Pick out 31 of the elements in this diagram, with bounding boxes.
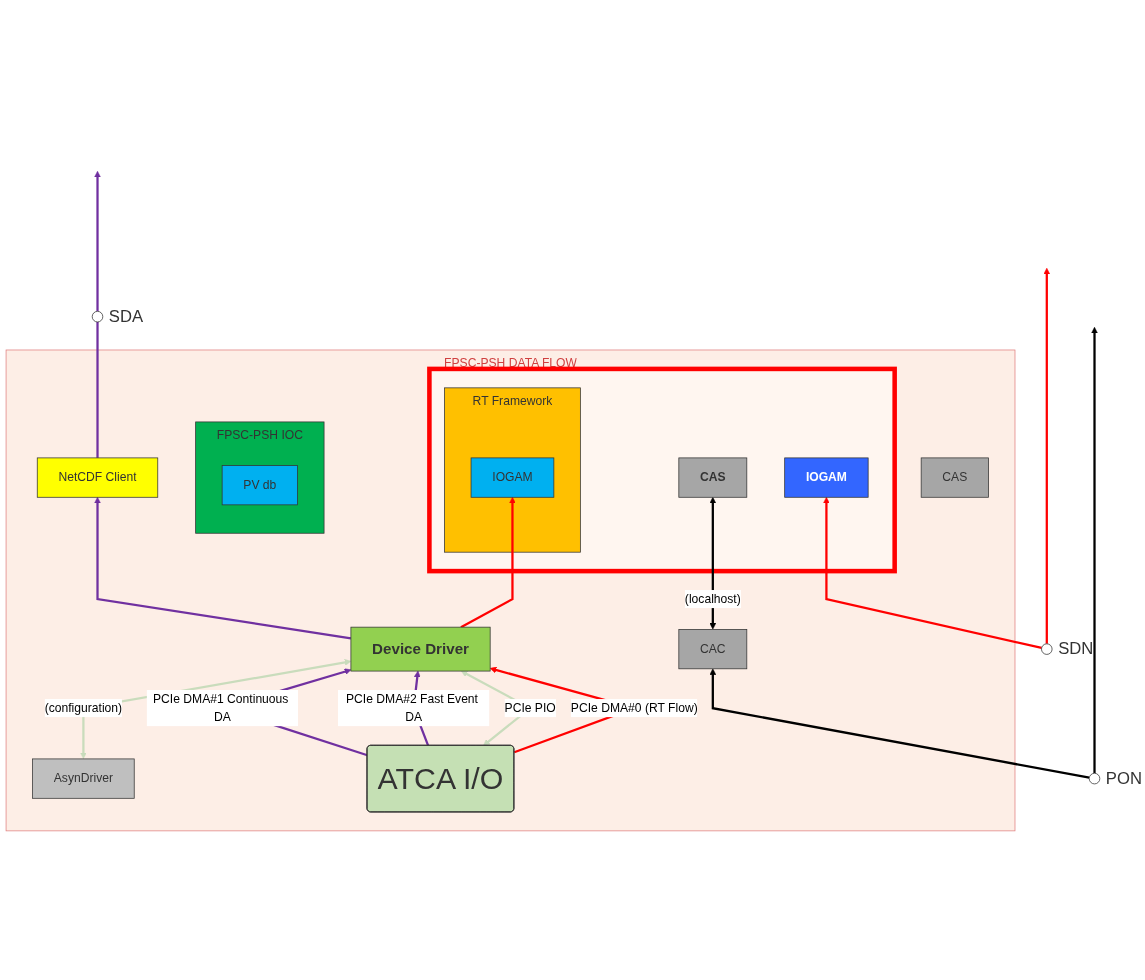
edge-label: PCIe DMA#1 Continuous DA xyxy=(153,691,289,723)
arrow xyxy=(823,496,1042,649)
node-circle xyxy=(1088,772,1101,784)
edge-label: PCIe PIO xyxy=(504,700,556,714)
arrow xyxy=(709,668,1090,779)
node-box: PV db xyxy=(221,464,298,505)
arrow xyxy=(1043,267,1051,644)
edge-label: PCIe DMA#2 Fast Event DA xyxy=(345,691,478,723)
node-box: IOGAM xyxy=(470,457,555,498)
node-box: NetCDF Client xyxy=(36,457,159,498)
port-label: SDN xyxy=(1058,638,1094,658)
edge-label: PCIe DMA#0 (RT Flow) xyxy=(570,700,698,714)
port-label: SDA xyxy=(108,306,144,326)
arrow xyxy=(94,496,352,639)
node-box: Device Driver xyxy=(350,626,491,671)
node-box: AsynDriver xyxy=(32,758,135,799)
edge-label: (configuration) xyxy=(44,700,123,714)
node-box: CAS xyxy=(678,457,748,498)
arrow xyxy=(94,170,101,311)
node-circle xyxy=(91,310,104,322)
node-box: CAS xyxy=(920,457,989,498)
edge-label: (localhost) xyxy=(684,591,741,605)
node-box: IOGAM xyxy=(784,457,869,498)
arrow xyxy=(80,658,352,759)
port-label: PON xyxy=(1105,768,1142,788)
arrow xyxy=(1091,326,1098,773)
arrow xyxy=(460,496,516,628)
node-box: CAC xyxy=(678,628,748,669)
cluster xyxy=(427,366,897,573)
connector xyxy=(96,321,99,458)
node-circle xyxy=(1041,642,1053,655)
